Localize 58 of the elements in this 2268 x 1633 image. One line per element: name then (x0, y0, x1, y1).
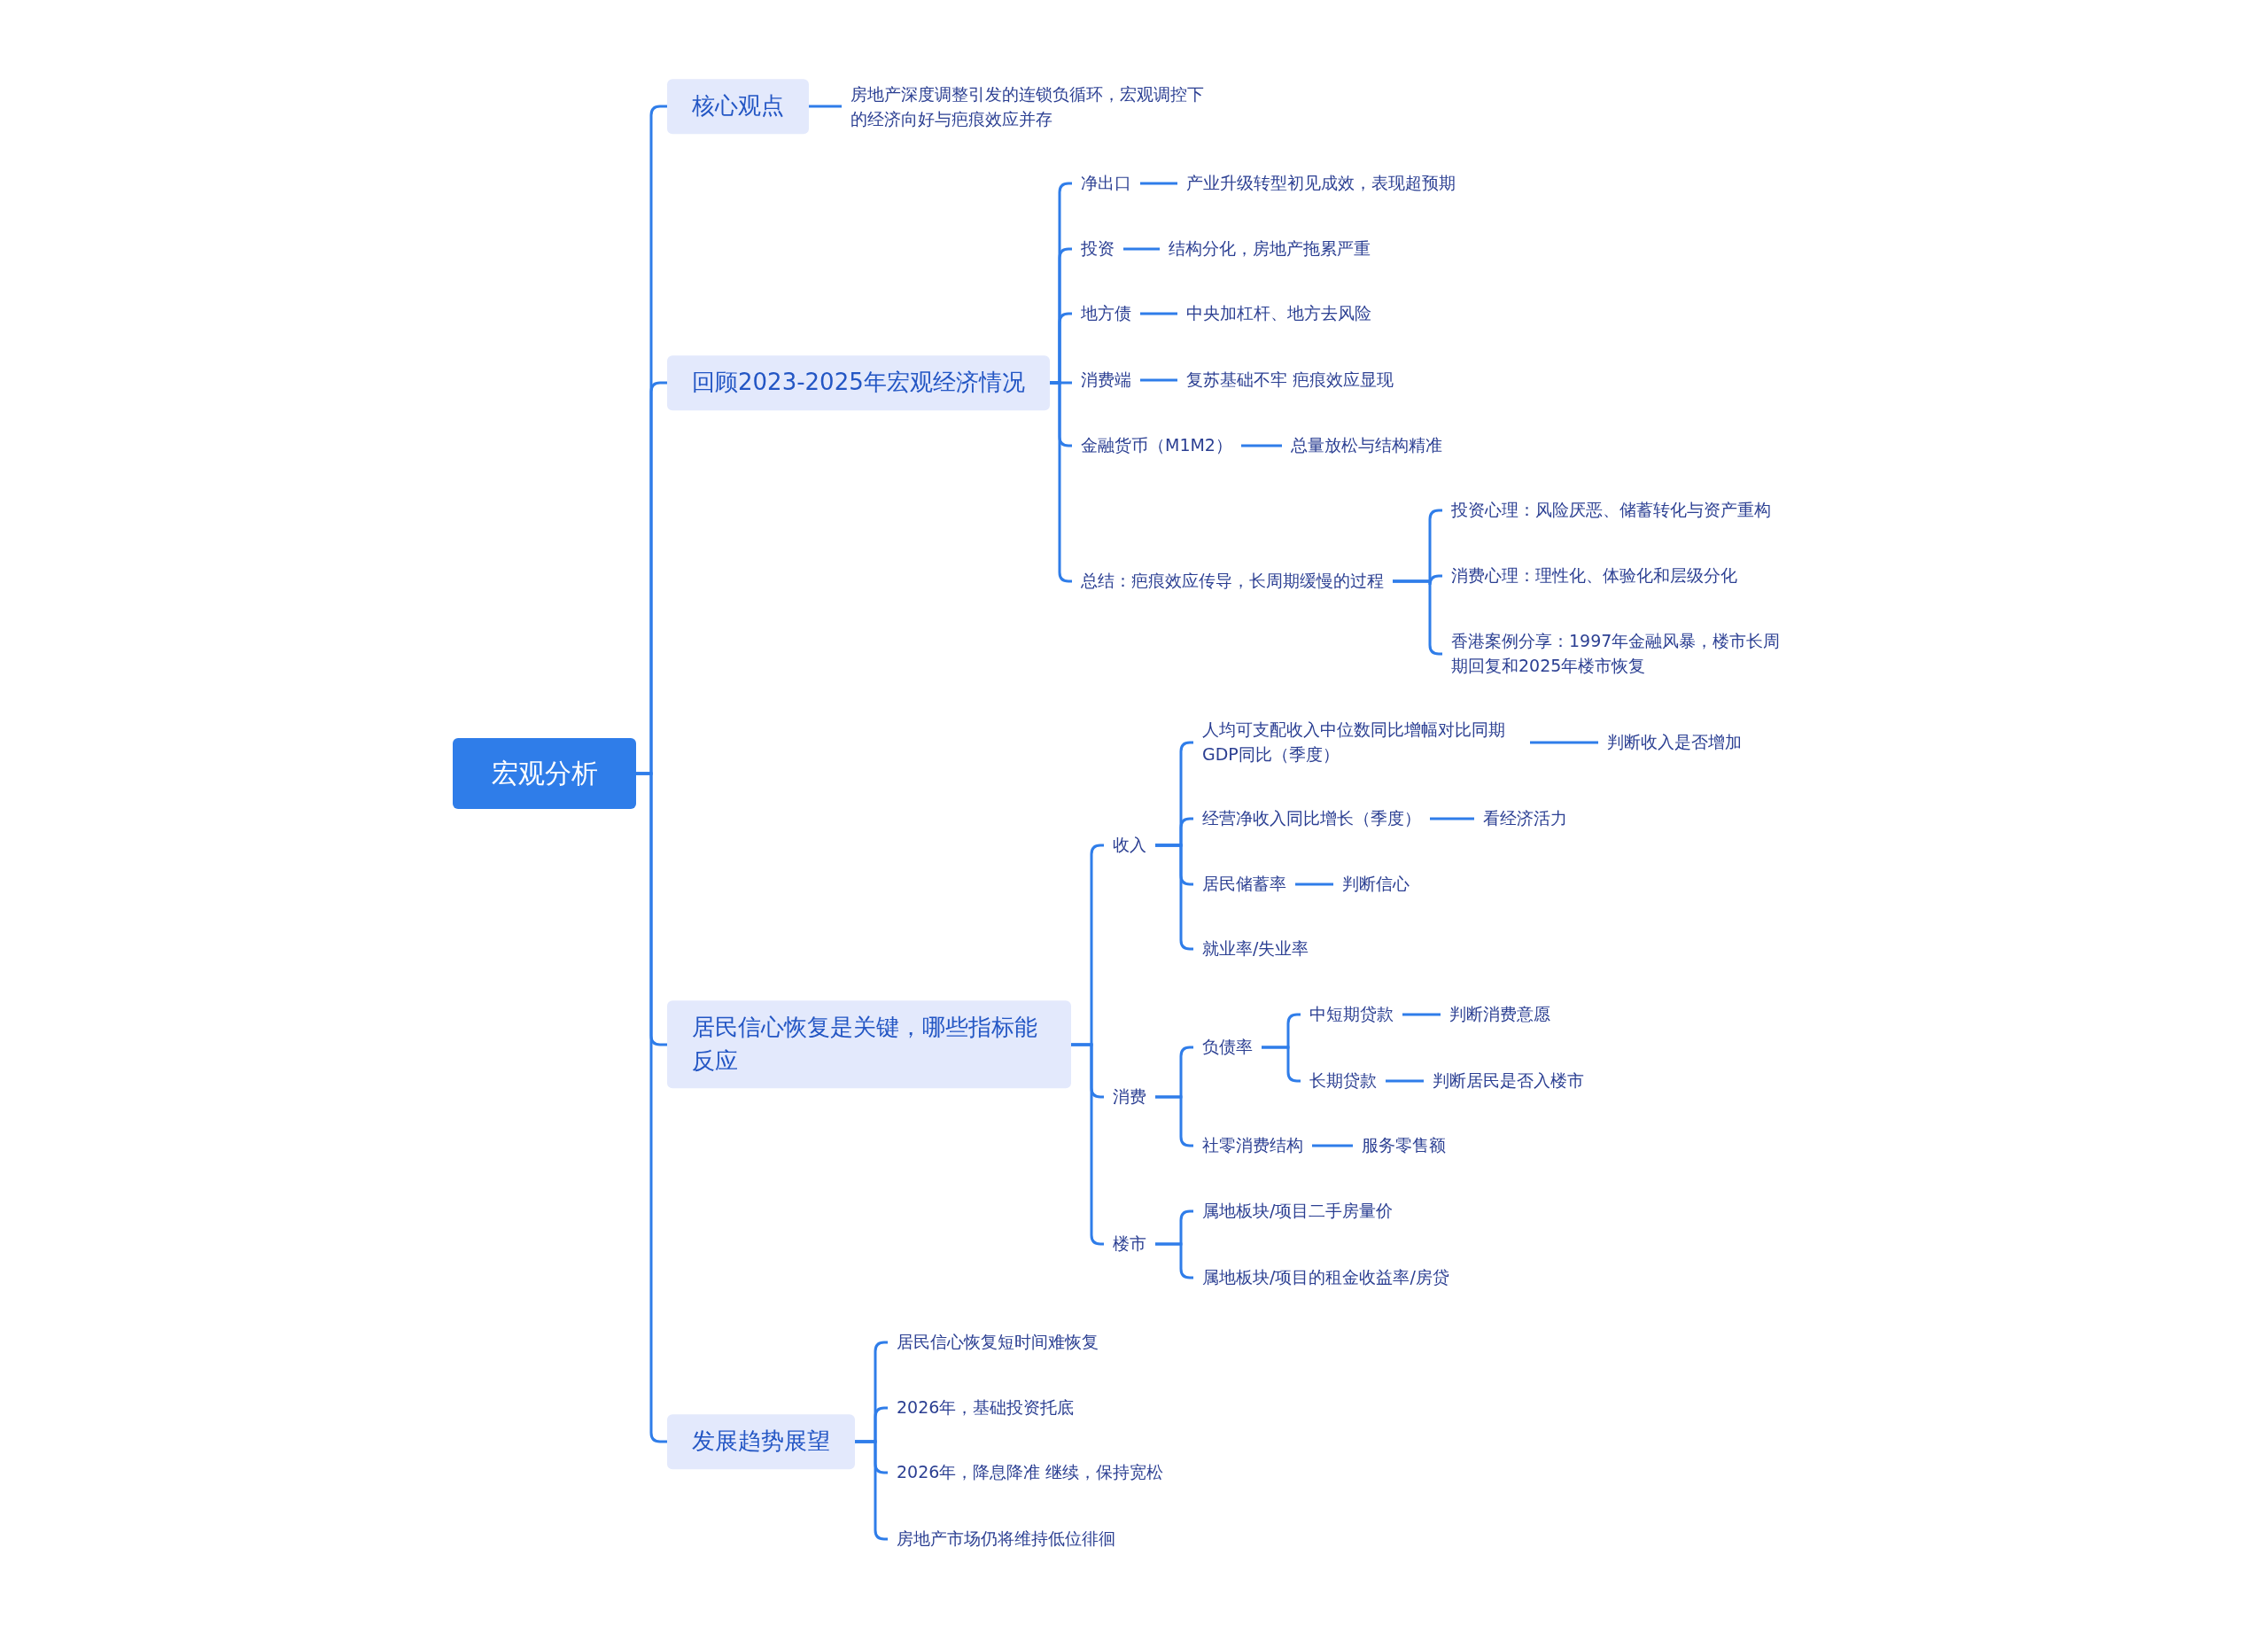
topic-text: 2026年，降息降准 继续，保持宽松 (888, 1458, 1173, 1487)
connector-line (1312, 1144, 1353, 1147)
topic-text: 中短期贷款 (1301, 1000, 1402, 1029)
topic-text: 居民储蓄率 (1193, 870, 1295, 898)
topic-text: 房地产深度调整引发的连锁负循环，宏观调控下的经济向好与疤痕效应并存 (842, 81, 1214, 134)
topic-text: 判断居民是否入楼市 (1424, 1067, 1593, 1095)
connector-line (1530, 741, 1598, 744)
topic-text: 楼市 (1104, 1230, 1155, 1258)
root-topic-box: 宏观分析 (453, 738, 636, 809)
topic-text: 看经济活力 (1474, 805, 1576, 833)
topic-text: 属地板块/项目的租金收益率/房贷 (1193, 1264, 1458, 1292)
branch-topic-box: 发展趋势展望 (667, 1414, 855, 1469)
topic-text: 复苏基础不牢 疤痕效应显现 (1177, 366, 1403, 394)
topic-text: 消费心理：理性化、体验化和层级分化 (1442, 562, 1746, 590)
branch-topic-box: 核心观点 (667, 79, 809, 134)
topic-text: 社零消费结构 (1193, 1131, 1312, 1160)
connector-line (1295, 883, 1333, 886)
branch-topic-box: 回顾2023-2025年宏观经济情况 (667, 355, 1050, 410)
topic-text: 结构分化，房地产拖累严重 (1160, 235, 1379, 263)
connector-line (1386, 1079, 1424, 1083)
topic-text: 地方债 (1072, 299, 1140, 328)
branch-topic-box: 居民信心恢复是关键，哪些指标能反应 (667, 1000, 1071, 1089)
topic-text: 收入 (1104, 831, 1155, 859)
topic-text: 房地产市场仍将维持低位徘徊 (888, 1525, 1124, 1553)
topic-text: 长期贷款 (1301, 1067, 1386, 1095)
connector-line (1262, 1046, 1301, 1083)
topic-text: 金融货币（M1M2） (1072, 432, 1241, 460)
topic-text: 居民信心恢复短时间难恢复 (888, 1328, 1107, 1357)
connector-line (1155, 1242, 1193, 1279)
topic-text: 总结：疤痕效应传导，长周期缓慢的过程 (1072, 567, 1393, 595)
topic-text: 香港案例分享：1997年金融风暴，楼市长周期回复和2025年楼市恢复 (1442, 627, 1806, 680)
topic-text: 经营净收入同比增长（季度） (1193, 805, 1430, 833)
connector-line (1240, 444, 1282, 447)
topic-text: 产业升级转型初见成效，表现超预期 (1177, 169, 1464, 198)
connector-line (1402, 1013, 1441, 1016)
topic-text: 净出口 (1072, 169, 1140, 198)
connector-line (1140, 378, 1177, 382)
topic-text: 投资 (1072, 235, 1123, 263)
connector-line (1430, 817, 1474, 820)
topic-text: 消费 (1104, 1083, 1155, 1111)
connector-line (1123, 247, 1160, 251)
topic-text: 人均可支配收入中位数同比增幅对比同期GDP同比（季度） (1193, 716, 1530, 769)
topic-text: 服务零售额 (1353, 1131, 1455, 1160)
topic-text: 2026年，基础投资托底 (888, 1394, 1084, 1422)
connector-line (809, 105, 842, 108)
topic-text: 投资心理：风险厌恶、储蓄转化与资产重构 (1442, 496, 1780, 525)
topic-text: 就业率/失业率 (1193, 935, 1318, 963)
connector-line (1140, 312, 1177, 315)
topic-text: 判断收入是否增加 (1598, 728, 1751, 757)
topic-text: 判断信心 (1333, 870, 1418, 898)
topic-text: 中央加杠杆、地方去风险 (1177, 299, 1380, 328)
topic-text: 属地板块/项目二手房量价 (1193, 1197, 1402, 1225)
topic-text: 消费端 (1072, 366, 1140, 394)
connector-line (636, 772, 667, 1443)
topic-text: 总量放松与结构精准 (1282, 432, 1451, 460)
topic-text: 判断消费意愿 (1441, 1000, 1559, 1029)
connector-line (1140, 182, 1177, 185)
topic-text: 负债率 (1193, 1033, 1262, 1061)
